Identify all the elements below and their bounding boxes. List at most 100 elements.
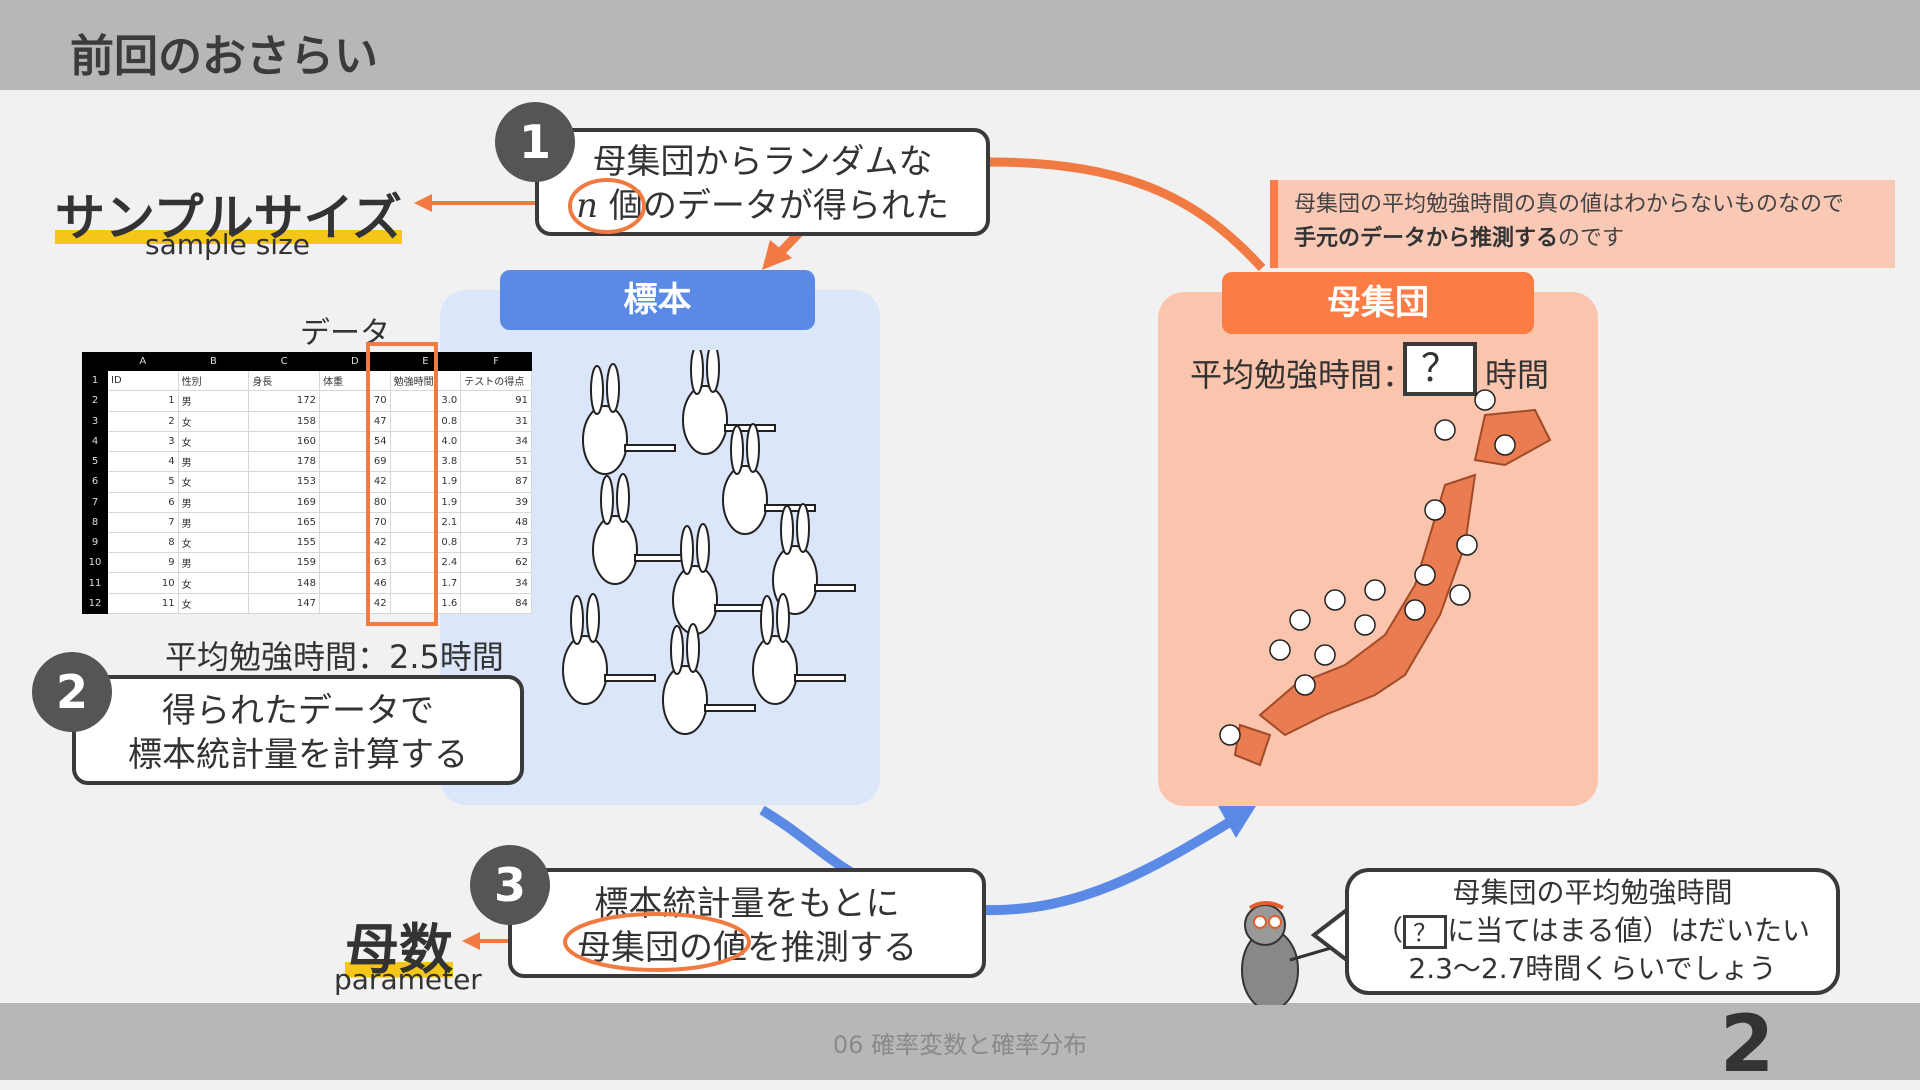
sample-size-term: サンプルサイズ [55,178,402,250]
table-cell: 155 [248,531,320,554]
step2-line1: 得られたデータで [162,691,434,731]
table-cell: 73 [460,531,532,554]
population-value-circle [563,912,751,972]
step1-line1: 母集団からランダムな [592,142,933,182]
arrowhead-sample-size [414,194,432,212]
rabbit-figure [1314,644,1336,666]
rabbit-figure [1456,534,1478,556]
rabbit-figure [1354,614,1376,636]
table-cell: 62 [460,552,532,574]
rabbit-figure [1449,584,1471,606]
rabbit-figure [1404,599,1426,621]
table-cell: 158 [248,410,320,432]
sample-size-term-en: sample size [145,228,310,261]
table-cell: 男 [177,511,250,533]
rabbit-figure [672,523,766,635]
page-title: 前回のおさらい [70,31,378,82]
n-circle-highlight [568,178,646,234]
table-cell: 39 [460,491,532,513]
arrowhead-population [1218,806,1256,838]
rabbit-figure [1289,609,1311,631]
table-cell: 女 [177,430,250,453]
study-time-column-highlight [366,342,438,626]
speech-bubble: 母集団の平均勉強時間 （？に当てはまる値）はだいたい 2.3〜2.7時間くらいで… [1345,868,1840,995]
step1-line2: n 個のデータが得られた [539,184,986,228]
professor-character [1241,901,1366,1005]
table-cell: 6 [107,491,179,513]
rabbit-figure [1494,434,1516,456]
table-cell: 男 [177,491,250,513]
parameter-term: 母数 [345,905,453,984]
rabbit-figure [1269,639,1291,661]
arrow-to-population-label [989,157,1266,272]
table-cell: 172 [248,390,320,412]
table-cell: 148 [248,572,320,594]
table-cell: 女 [177,572,250,594]
header-bar [0,0,1920,90]
rabbit-figure [1219,724,1241,746]
table-header-cell: テストの得点 [460,370,532,392]
step1-callout: 母集団からランダムな n 個のデータが得られた [535,128,990,236]
japan-map-illustration [1219,389,1552,767]
population-mean-label: 平均勉強時間： [1190,356,1415,394]
table-cell: 34 [460,430,532,453]
step3-badge: 3 [470,845,550,925]
table-cell: 8 [107,531,179,554]
population-label: 母集団 [1222,272,1534,334]
table-cell: 女 [177,471,250,493]
table-header-cell: 性別 [177,370,250,392]
table-cell: 7 [107,511,179,533]
step2-badge: 2 [32,652,112,732]
rabbit-figure [682,350,776,455]
table-cell: 87 [460,471,532,493]
step1-badge: 1 [495,102,575,182]
table-cell: 女 [177,592,250,615]
rabbit-figure [1364,579,1386,601]
rabbit-figure [752,593,846,705]
note-line2-rest: のです [1558,226,1625,251]
bubble-line2: （？に当てはまる値）はだいたい [1375,914,1810,949]
footer-bar [0,1003,1920,1080]
note-line1: 母集団の平均勉強時間の真の値はわからないものなので [1294,192,1845,217]
table-header-cell: ID [107,370,179,392]
table-cell: 147 [248,592,320,615]
table-cell: 男 [177,451,250,473]
note-box: 母集団の平均勉強時間の真の値はわからないものなので 手元のデータから推測するので… [1270,180,1895,268]
table-cell: 11 [107,592,179,615]
rabbit-figure [1324,589,1346,611]
step3-line2-rest: を推測する [747,928,917,968]
table-cell: 10 [107,572,179,594]
rabbit-figure [1294,674,1316,696]
table-cell: 153 [248,471,320,493]
rabbit-figure [1424,499,1446,521]
bubble-line1: 母集団の平均勉強時間 [1452,876,1733,909]
table-cell: 1.6 [389,592,462,615]
table-cell: 159 [248,552,320,574]
bubble-unknown-box: ？ [1403,915,1448,949]
table-cell: 3 [107,430,179,453]
note-emphasis: 手元のデータから推測する [1294,226,1559,251]
table-cell: 165 [248,511,320,533]
rabbit-figure [562,593,656,705]
page-number: 2 [1720,1000,1775,1090]
table-cell: 女 [177,531,250,554]
arrowhead-sample [762,240,792,270]
population-mean-unit: 時間 [1485,356,1550,394]
table-cell: 9 [107,552,179,574]
bubble-line3: 2.3〜2.7時間くらいでしょう [1408,952,1777,985]
rabbit-figure [1434,419,1456,441]
table-cell: 91 [460,390,532,412]
sample-mean-text: 平均勉強時間：2.5時間 [165,638,504,676]
step3-line2: 母集団の値を推測する [512,926,982,970]
